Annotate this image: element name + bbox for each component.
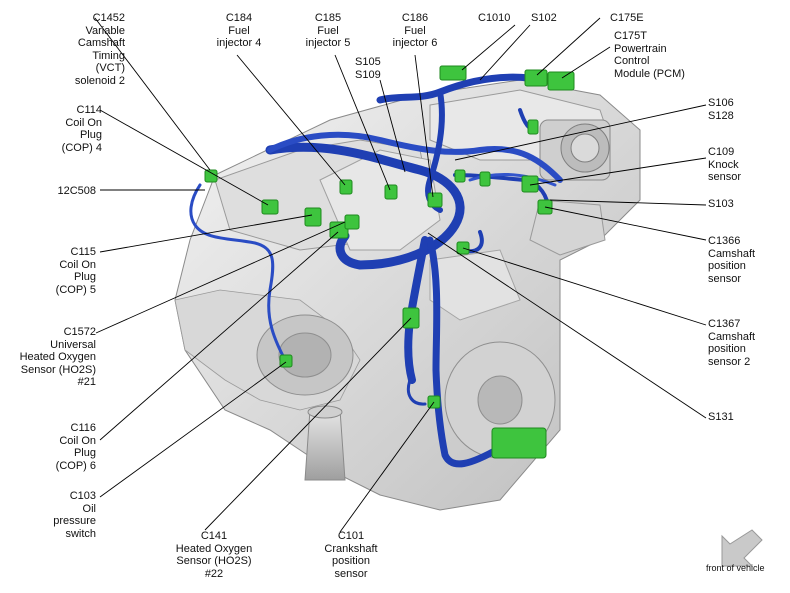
front-of-vehicle-label: front of vehicle: [706, 563, 765, 573]
connector-c114: [261, 199, 279, 215]
label-c185: C185 Fuel injector 5: [305, 12, 351, 49]
connector-c184: [339, 179, 353, 195]
connector-c1452: [204, 169, 218, 183]
connector-misc-2: [454, 169, 466, 183]
connector-c1010: [439, 65, 467, 81]
label-c1367: C1367 Camshaft position sensor 2: [708, 318, 756, 368]
leader-lines: [94, 17, 707, 533]
connector-c115: [304, 207, 322, 227]
label-c115: C115 Coil On Plug (COP) 5: [55, 246, 96, 296]
label-c1010: C1010: [478, 12, 511, 24]
label-s106-s128: S106 S128: [708, 97, 734, 122]
connector-c175t: [547, 71, 575, 91]
connector-c1572: [344, 214, 360, 230]
label-c184: C184 Fuel injector 4: [216, 12, 262, 49]
label-c175t: C175T Powertrain Control Module (PCM): [614, 30, 685, 80]
connector-c175e: [524, 69, 548, 87]
label-c114: C114 Coil On Plug (COP) 4: [61, 104, 102, 154]
label-s102: S102: [531, 12, 557, 24]
label-s131: S131: [708, 411, 734, 423]
label-c141: C141 Heated Oxygen Sensor (HO2S) #22: [175, 530, 253, 580]
label-c109: C109 Knock sensor: [708, 146, 742, 183]
label-s105-s109: S105 S109: [355, 56, 381, 81]
label-c103: C103 Oil pressure switch: [53, 490, 96, 540]
label-c1366: C1366 Camshaft position sensor: [708, 235, 756, 285]
connector-c185: [384, 184, 398, 200]
label-c186: C186 Fuel injector 6: [392, 12, 438, 49]
connector-c116: [329, 221, 349, 239]
connector-misc-1: [479, 171, 491, 187]
label-c175e: C175E: [610, 12, 644, 24]
label-c1572: C1572 Universal Heated Oxygen Sensor (HO…: [19, 326, 96, 388]
label-c1452: C1452 Variable Camshaft Timing (VCT) sol…: [74, 12, 125, 87]
connector-misc-3: [527, 119, 539, 135]
label-12c508: 12C508: [57, 185, 96, 197]
connector-c186: [427, 192, 443, 208]
connector-pcm-lower: [491, 427, 547, 459]
label-c101: C101 Crankshaft position sensor: [324, 530, 378, 580]
arrow-down-left-icon: [721, 529, 763, 567]
label-s103: S103: [708, 198, 734, 210]
label-c116: C116 Coil On Plug (COP) 6: [55, 422, 96, 472]
